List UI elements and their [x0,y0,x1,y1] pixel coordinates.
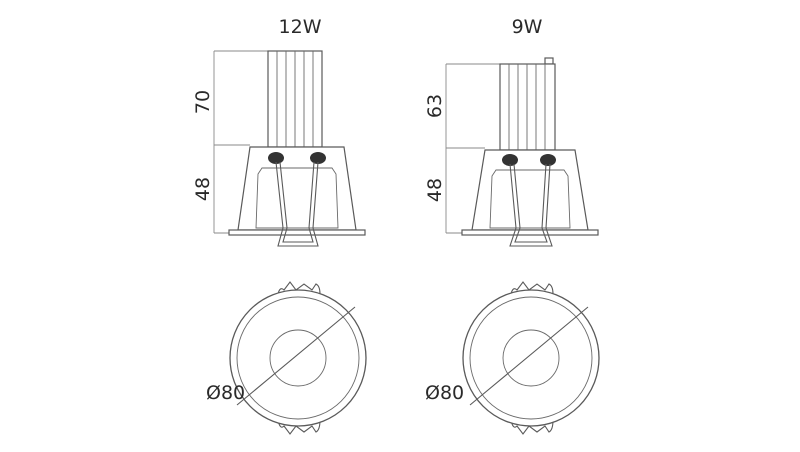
diameter-label-12w: Ø80 [206,382,245,404]
top-view-12w: Ø80 [206,281,367,435]
dimension-48-right: 48 [424,178,446,202]
dimension-63: 63 [424,94,446,118]
power-label-9w: 9W [512,16,543,38]
spring-clips-12w [268,152,326,247]
diameter-label-9w: Ø80 [425,382,464,404]
product-12w: 12W 70 48 [192,16,367,435]
dimension-48-left: 48 [192,177,214,201]
power-label-12w: 12W [279,16,322,38]
side-view-9w: 63 48 [424,57,599,247]
dimension-70: 70 [192,90,214,114]
top-view-9w: Ø80 [425,281,600,435]
product-9w: 9W 63 48 [424,16,600,435]
side-view-12w: 70 48 [192,50,366,247]
spring-clips-9w [502,154,556,247]
